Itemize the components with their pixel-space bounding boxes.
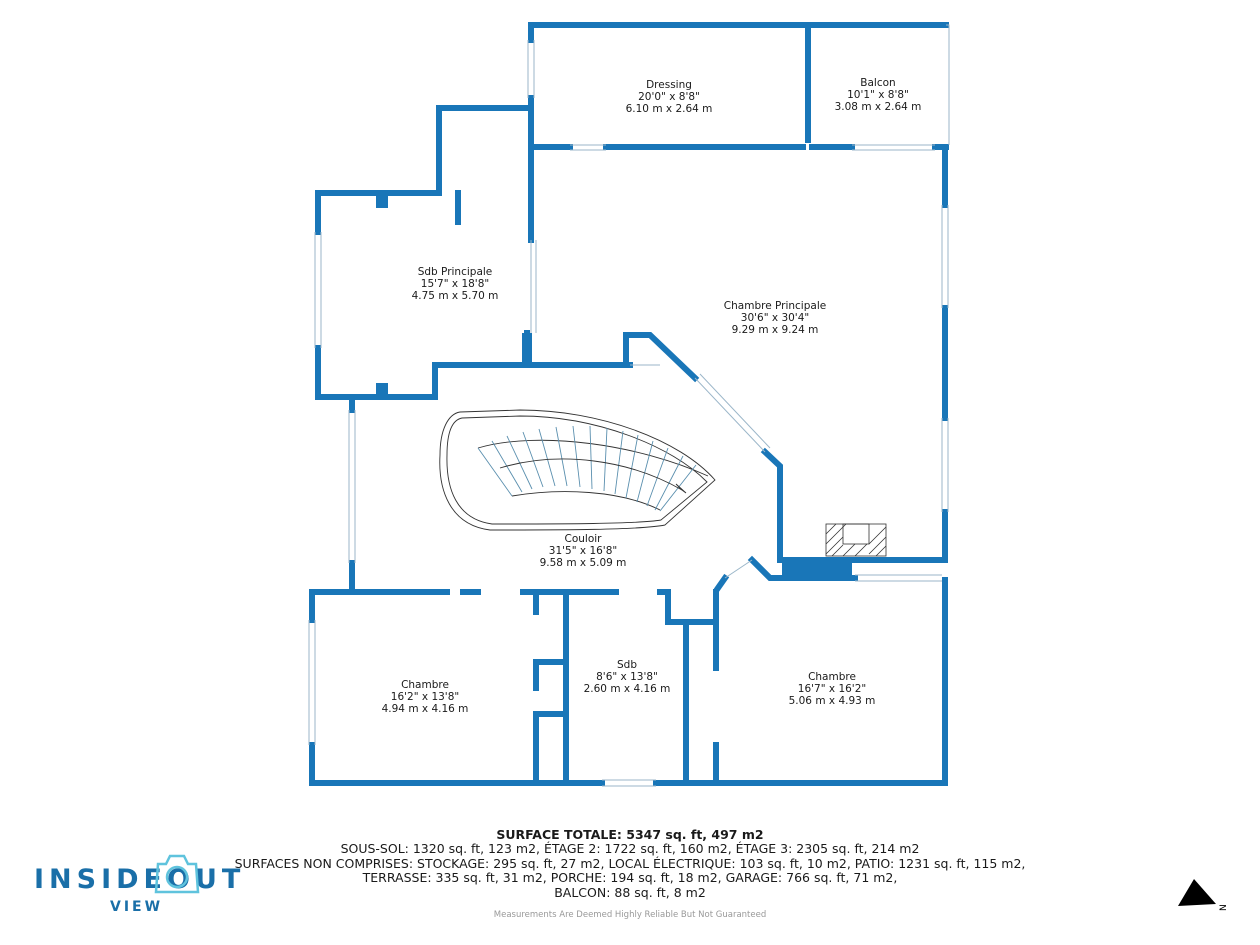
wall-hall-right — [713, 573, 730, 593]
total-area: SURFACE TOTALE: 5347 sq. ft, 497 m2 — [496, 827, 764, 842]
window-sdb-west — [314, 232, 322, 348]
fireplace-hearth — [842, 523, 870, 545]
camera-lens-icon — [154, 854, 200, 894]
area-line-excluded-3: BALCON: 88 sq. ft, 8 m2 — [554, 884, 706, 900]
stair-outer — [439, 409, 716, 531]
room-metric: 3.08 m x 2.64 m — [834, 101, 922, 113]
floor-plan — [308, 22, 950, 787]
wall-bottom-top — [309, 589, 948, 786]
disclaimer: Measurements Are Deemed Highly Reliable … — [493, 910, 767, 920]
room-imperial: 31'5" x 16'8" — [548, 545, 618, 557]
room-imperial: 15'7" x 18'8" — [420, 278, 490, 290]
windows — [308, 24, 950, 787]
room-label-dressing: Dressing 20'0" x 8'8" 6.10 m x 2.64 m — [626, 79, 713, 115]
staircase — [439, 409, 716, 531]
stair-inner-rail2 — [511, 491, 661, 511]
wall-block-3 — [522, 333, 532, 365]
stair-arrow-head — [675, 483, 687, 494]
room-imperial: 10'1" x 8'8" — [847, 89, 909, 101]
wall-blocks — [376, 133, 940, 579]
area-line-excluded: SURFACES NON COMPRISES: STOCKAGE: 295 sq… — [234, 855, 1026, 871]
wall-diag-upper — [623, 332, 700, 383]
wall-block-2 — [376, 383, 388, 397]
fireplace-hatch — [825, 523, 887, 557]
window-east-2 — [941, 418, 949, 512]
wall-sdb-closet — [533, 659, 569, 717]
compass-label: N — [1219, 904, 1229, 911]
fireplace — [825, 523, 887, 557]
room-imperial: 16'2" x 13'8" — [390, 691, 460, 703]
room-imperial: 16'7" x 16'2" — [797, 683, 867, 695]
walls — [309, 22, 949, 786]
room-metric: 9.29 m x 9.24 m — [731, 324, 819, 336]
stair-treads — [477, 425, 697, 512]
room-metric: 2.60 m x 4.16 m — [583, 683, 671, 695]
room-metric: 4.94 m x 4.16 m — [381, 703, 469, 715]
room-label-chambre-principale: Chambre Principale 30'6" x 30'4" 9.29 m … — [724, 300, 826, 336]
room-imperial: 8'6" x 13'8" — [596, 671, 658, 683]
room-name: Couloir — [564, 533, 602, 545]
window-balcon-bottom — [852, 144, 935, 151]
room-name: Dressing — [646, 79, 692, 91]
room-metric: 6.10 m x 2.64 m — [625, 103, 713, 115]
window-couloir-west — [348, 410, 356, 563]
wall-diag-lower — [760, 447, 783, 563]
area-line-floors: SOUS-SOL: 1320 sq. ft, 123 m2, ÉTAGE 2: … — [340, 841, 920, 856]
room-name: Sdb — [617, 659, 637, 671]
window-balcon-right — [946, 24, 950, 145]
room-name: Chambre — [808, 671, 856, 683]
area-summary: SURFACE TOTALE: 5347 sq. ft, 497 m2 SOUS… — [0, 827, 1260, 921]
room-name: Chambre — [401, 679, 449, 691]
insideout-logo: INSIDEOUT VIEW — [34, 852, 240, 918]
compass-north-icon: N — [1178, 879, 1229, 911]
window-dressing-bottom — [570, 144, 606, 151]
area-line-excluded-2: TERRASSE: 335 sq. ft, 31 m2, PORCHE: 194… — [362, 870, 898, 885]
window-east-1 — [941, 205, 949, 308]
room-name: Sdb Principale — [417, 266, 493, 278]
stair-arrow — [499, 458, 683, 491]
stair-outer2 — [446, 415, 708, 525]
room-name: Chambre Principale — [723, 300, 827, 312]
room-metric: 4.75 m x 5.70 m — [411, 290, 499, 302]
fireplace-box — [825, 523, 887, 557]
opening-diag-lower — [724, 559, 753, 579]
room-name: Balcon — [860, 77, 896, 89]
room-label-sdb-principale: Sdb Principale 15'7" x 18'8" 4.75 m x 5.… — [412, 266, 499, 302]
room-metric: 5.06 m x 4.93 m — [788, 695, 876, 707]
room-label-chambre-2: Chambre 16'7" x 16'2" 5.06 m x 4.93 m — [789, 671, 876, 707]
room-imperial: 20'0" x 8'8" — [638, 91, 700, 103]
opening-sdb-master — [530, 240, 537, 333]
wall-block-4 — [782, 557, 852, 579]
window-chambre-west — [308, 620, 316, 745]
wall-block-5 — [850, 133, 940, 136]
wall-sdb-right — [657, 589, 719, 625]
wall-sdb-top — [315, 105, 534, 235]
stair-inner-rail — [477, 439, 709, 477]
wall-block-1 — [376, 194, 388, 208]
logo-subtitle: VIEW — [110, 899, 164, 915]
logo-wordmark: INSIDEOUT — [34, 864, 246, 895]
wall-sdb-left — [315, 345, 633, 400]
room-label-balcon: Balcon 10'1" x 8'8" 3.08 m x 2.64 m — [835, 77, 922, 113]
room-label-sdb: Sdb 8'6" x 13'8" 2.60 m x 4.16 m — [584, 659, 671, 695]
room-label-couloir: Couloir 31'5" x 16'8" 9.58 m x 5.09 m — [540, 533, 627, 569]
room-metric: 9.58 m x 5.09 m — [539, 557, 627, 569]
room-label-chambre-1: Chambre 16'2" x 13'8" 4.94 m x 4.16 m — [382, 679, 469, 715]
window-master-bottom — [855, 574, 942, 582]
room-imperial: 30'6" x 30'4" — [740, 312, 810, 324]
opening-diag — [694, 373, 771, 453]
window-dressing-left — [527, 40, 535, 98]
window-bottom — [602, 779, 656, 787]
